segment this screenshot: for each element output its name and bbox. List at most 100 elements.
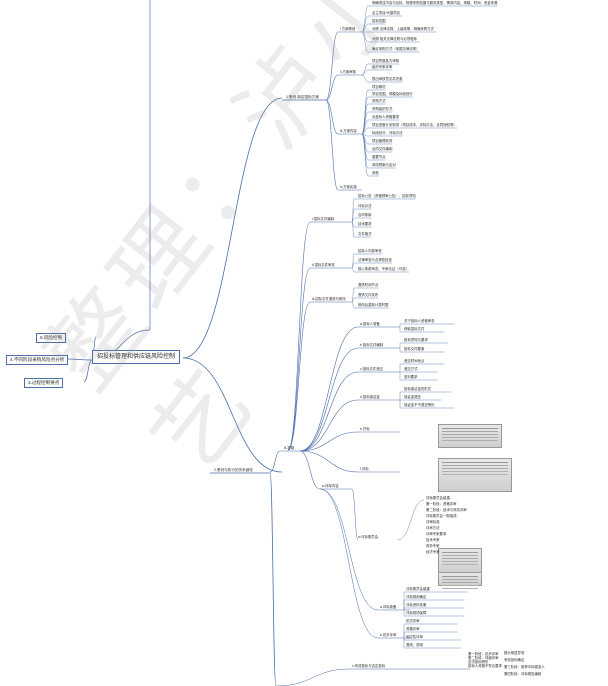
plan-item[interactable]: 采购组织形式: [372, 107, 393, 111]
left-branch-node[interactable]: 3.过程控制要点: [24, 378, 64, 388]
plan-item[interactable]: 提出审核意见并完善: [372, 77, 403, 81]
evaluation-item[interactable]: 评标现场保障: [406, 611, 427, 615]
evaluation-item[interactable]: 形式评审: [406, 619, 420, 623]
evaluation-text-line[interactable]: 评标委员会一般组成：: [426, 514, 460, 518]
evaluation-final-line[interactable]: 投标人资格不符合要求: [468, 664, 502, 668]
attachment-thumbnail[interactable]: [438, 572, 482, 586]
plan-item[interactable]: 重要节点: [372, 155, 386, 159]
exec-item[interactable]: 核心条款审查、专家论证（可选）: [358, 267, 409, 271]
tender-item[interactable]: 投标须知与要求: [404, 338, 428, 342]
exec-item[interactable]: 澄清文件发布: [358, 293, 379, 297]
exec-answer-node[interactable]: iii.答疑: [284, 446, 294, 450]
plan-item[interactable]: 标段划分、评标办法: [372, 131, 403, 135]
evaluation-text-line[interactable]: 评审专家要求: [426, 532, 447, 536]
evaluation-final-line[interactable]: 有效投标确定: [504, 658, 525, 662]
evaluation-final-line[interactable]: 第二阶段：详细评审: [468, 656, 499, 660]
tender-item[interactable]: 递交方式: [404, 367, 418, 371]
plan-group-node[interactable]: iii.方案内容: [340, 129, 357, 133]
plan-item[interactable]: 明确项目内容与目标、梳理采购范围与服务类型，需求内容、规模、时间、资金来源: [372, 1, 498, 5]
plan-group-node[interactable]: i.方案策划: [340, 27, 356, 31]
tender-item[interactable]: 保证金退还: [404, 395, 421, 399]
tender-group-node[interactable]: f.评标: [360, 467, 369, 471]
tender-item[interactable]: 密封要求: [404, 375, 418, 379]
exec-item[interactable]: 合同条款: [358, 213, 372, 217]
evaluation-item[interactable]: 评标委员会组建: [406, 587, 430, 591]
plan-item[interactable]: 确定采购方式（依据法律法规）: [372, 47, 420, 51]
attachment-thumbnail[interactable]: [438, 424, 502, 448]
plan-item[interactable]: 其他: [372, 171, 379, 175]
plan-item[interactable]: 组织专家评审: [372, 65, 393, 69]
plan-item[interactable]: 项目所属各方审核: [372, 59, 400, 63]
exec-item[interactable]: 文件格式: [358, 232, 372, 236]
evaluation-text-line[interactable]: 第一阶段：资格评审: [426, 502, 457, 506]
evaluation-final-line[interactable]: 报价明显异常: [504, 651, 525, 655]
connector-line: [361, 15, 369, 33]
attachment-thumbnail[interactable]: [438, 548, 482, 574]
evaluation-subgroup-node[interactable]: b.初步评审: [380, 633, 397, 637]
evaluation-text-line[interactable]: 技术专家: [426, 538, 440, 542]
plan-item[interactable]: 项目进度计划安排（项目成本、评标办法、合同授权等）: [372, 123, 457, 127]
plan-item[interactable]: 项目概况: [372, 85, 386, 89]
plan-item[interactable]: 招标范围: [372, 19, 386, 23]
evaluation-final-line[interactable]: 第三阶段：推荐中标候选人: [504, 665, 545, 669]
exec-group-node[interactable]: i.招标文件编制: [312, 217, 335, 221]
branch-plan-node[interactable]: 1.策划-制定招标方案: [286, 95, 319, 99]
exec-item[interactable]: 招标人内部审查: [358, 249, 382, 253]
plan-item[interactable]: 自主项目/代建项目: [372, 11, 401, 15]
exec-group-node[interactable]: iii.招标文件澄清与修改: [312, 297, 346, 301]
exec-item[interactable]: 法律审查与合规性检查: [358, 258, 392, 262]
exec-item[interactable]: 招标公告（资格预审公告）、招标须知: [358, 194, 416, 198]
evaluation-text-line[interactable]: 评审方法: [426, 526, 440, 530]
exec-group-node[interactable]: ii.招标文件审查: [312, 263, 335, 267]
evaluation-final-node[interactable]: c.有效投标与否定投标: [352, 664, 386, 668]
evaluation-final-line[interactable]: 第四阶段：评标报告编制: [504, 672, 542, 676]
tender-group-node[interactable]: e.开标: [360, 427, 370, 431]
evaluation-final-line[interactable]: 否决投标情形: [468, 660, 489, 664]
tender-item[interactable]: 递交时间地点: [404, 359, 425, 363]
evaluation-item[interactable]: 响应性评审: [406, 635, 423, 639]
plan-group-node[interactable]: iv.方案实施: [340, 185, 357, 189]
evaluation-text-line[interactable]: 经济专家: [426, 550, 440, 554]
evaluation-text-line[interactable]: 评审标准: [426, 520, 440, 524]
attachment-thumbnail[interactable]: [438, 458, 512, 492]
plan-item[interactable]: 采购方式: [372, 99, 386, 103]
exec-item[interactable]: 技术要求: [358, 222, 372, 226]
exec-item[interactable]: 评标办法: [358, 204, 372, 208]
tender-item[interactable]: 投标保证金的形式: [404, 387, 432, 391]
tender-group-node[interactable]: a.投标人准备: [360, 322, 380, 326]
evaluation-text-line[interactable]: 商务专家: [426, 544, 440, 548]
tender-item[interactable]: 获取招标文件: [404, 327, 425, 331]
plan-item[interactable]: 对投标人资格要求: [372, 115, 400, 119]
plan-item[interactable]: 合同文件编制: [372, 147, 393, 151]
connector-line: [325, 74, 339, 101]
exec-item[interactable]: 修改后重新计算时限: [358, 303, 389, 307]
tender-item[interactable]: 投标文件要素: [404, 347, 425, 351]
plan-group-node[interactable]: ii.方案审核: [340, 70, 357, 74]
plan-item[interactable]: 项目管理安排: [372, 139, 393, 143]
evaluation-item[interactable]: 资格评审: [406, 627, 420, 631]
branch-exec-node[interactable]: 2.策划与执行的关系细化: [214, 468, 253, 472]
evaluation-final-line[interactable]: 第一阶段：初步评审: [468, 652, 499, 656]
plan-item[interactable]: 对照 相关法律法规与必须程序: [372, 37, 418, 41]
mindmap-center-node[interactable]: 招投标管理和供应链风险控制: [92, 350, 181, 364]
tender-item[interactable]: 关于投标人资格审查: [404, 319, 435, 323]
exec-item[interactable]: 澄清时间节点: [358, 283, 379, 287]
left-branch-node[interactable]: 4.不同阶段采购风险点分析: [6, 355, 69, 365]
connector-line: [361, 63, 369, 76]
evaluation-item[interactable]: 澄清、说明: [406, 643, 423, 647]
plan-item[interactable]: 对照 法律法规、上级政策，明确采购方式: [372, 27, 434, 31]
evaluation-text-line[interactable]: 第二阶段：技术与商务评审: [426, 508, 467, 512]
evaluation-node[interactable]: iv.评标内容: [322, 484, 339, 488]
evaluation-subgroup-node[interactable]: a.评标准备: [380, 605, 397, 609]
left-branch-node[interactable]: 5.风险控制: [36, 333, 67, 343]
evaluation-item[interactable]: 评标规则确定: [406, 595, 427, 599]
plan-item[interactable]: 风险预案与应对: [372, 163, 396, 167]
evaluation-sub-node[interactable]: iv.评标委员会: [358, 535, 379, 539]
evaluation-item[interactable]: 评标资料准备: [406, 603, 427, 607]
tender-group-node[interactable]: c.投标文件递交: [360, 367, 383, 371]
plan-item[interactable]: 项目范围、规模及标段划分: [372, 92, 413, 96]
tender-item[interactable]: 保证金不予退还情形: [404, 403, 435, 407]
tender-group-node[interactable]: d.投标保证金: [360, 395, 380, 399]
tender-group-node[interactable]: b.投标文件编制: [360, 343, 384, 347]
evaluation-text-line[interactable]: 评标委员会组建：: [426, 496, 454, 500]
